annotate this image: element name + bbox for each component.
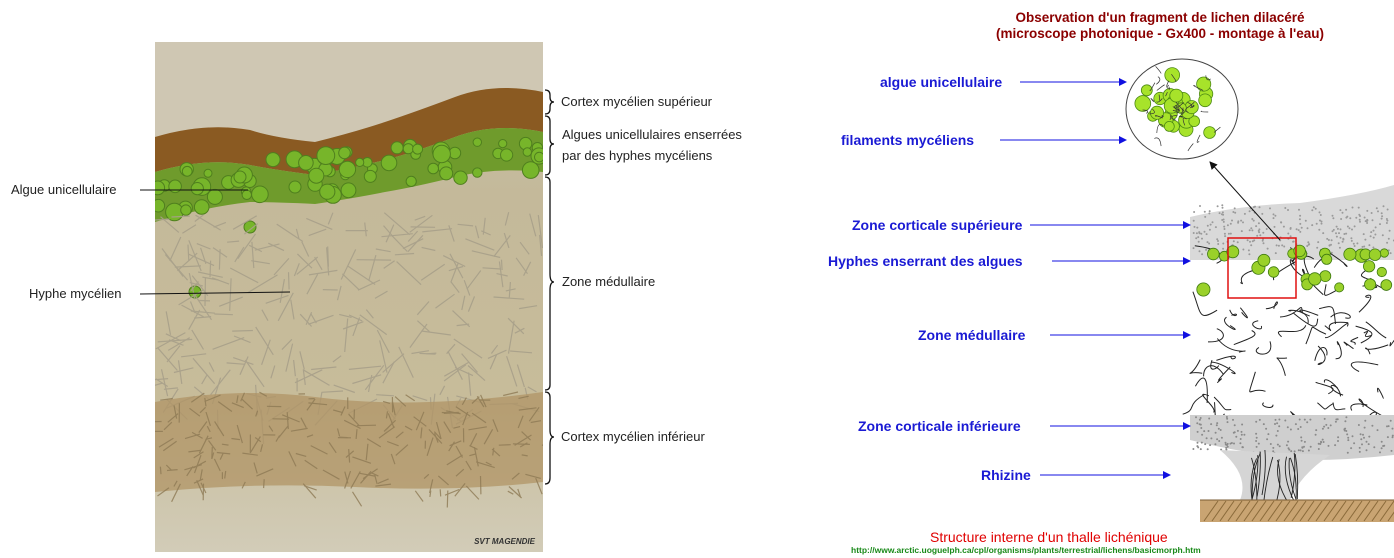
label-zone-corticale-superieure: Zone corticale supérieure [852, 217, 1022, 233]
label-hyphes-enserrant: Hyphes enserrant des algues [828, 253, 1023, 269]
label-zone-corticale-inferieure: Zone corticale inférieure [858, 418, 1021, 434]
label-filaments-myceliens: filaments mycéliens [841, 132, 974, 148]
label-algue-unicellulaire-right: algue unicellulaire [880, 74, 1002, 90]
label-rhizine: Rhizine [981, 467, 1031, 483]
caption: Structure interne d'un thalle lichénique [930, 529, 1168, 545]
label-zone-medullaire-right: Zone médullaire [918, 327, 1025, 343]
source-url: http://www.arctic.uoguelph.ca/cpl/organi… [851, 545, 1201, 555]
